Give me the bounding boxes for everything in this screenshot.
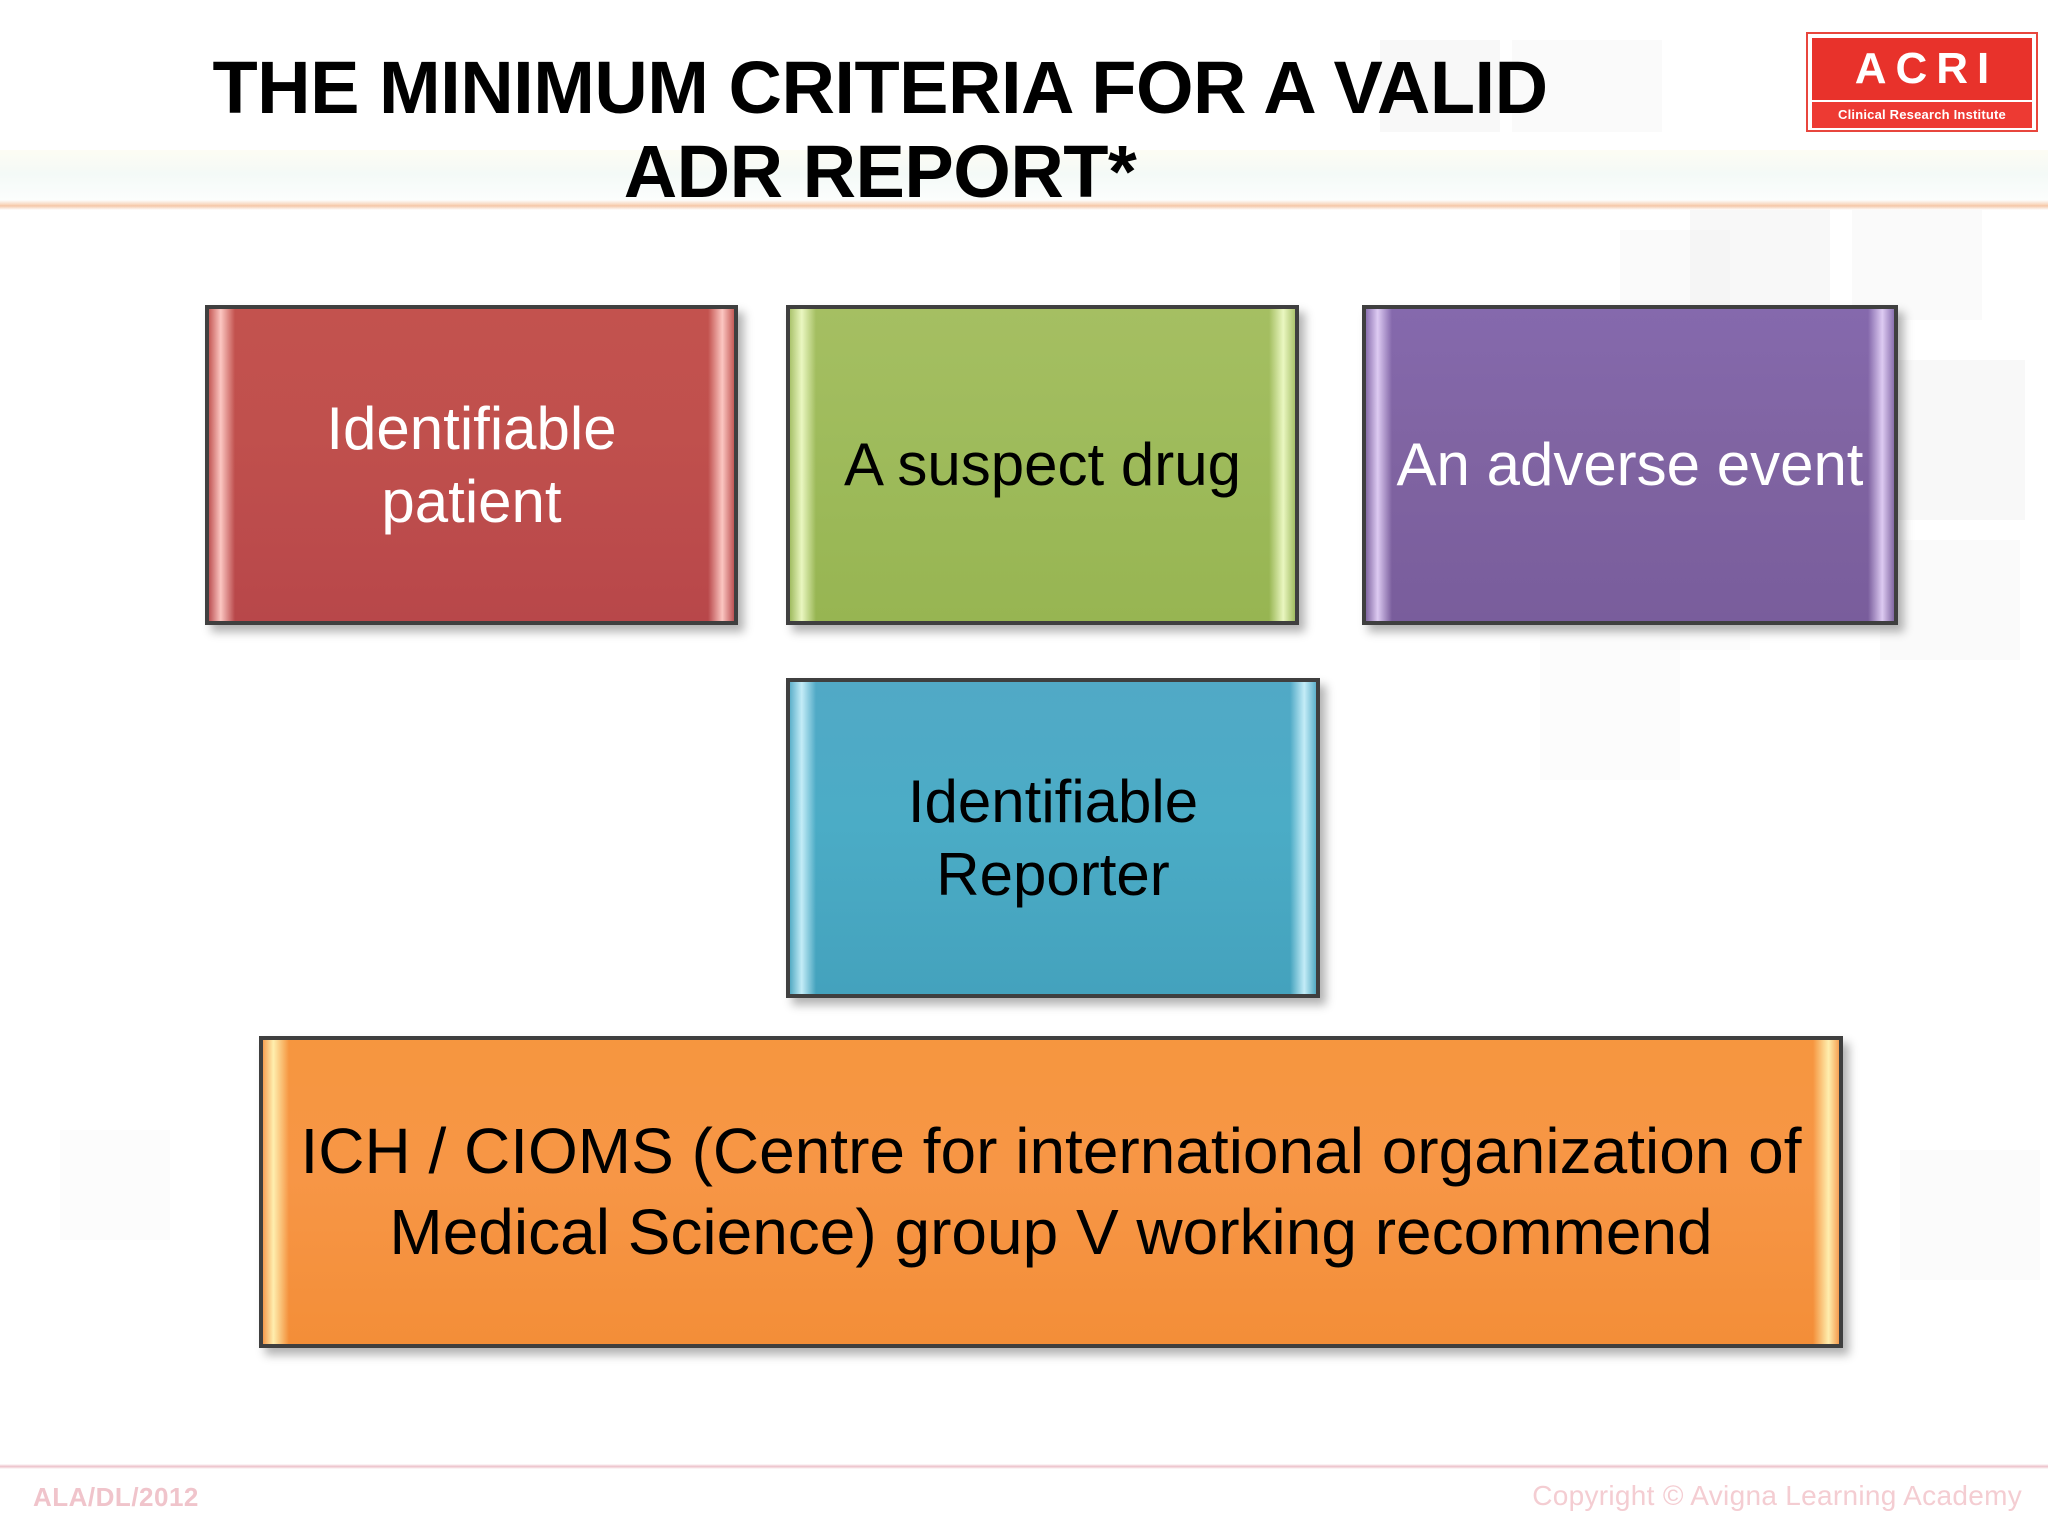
acri-logo: ACRI Clinical Research Institute: [1806, 32, 2038, 132]
box-identifiable-patient[interactable]: Identifiable patient: [205, 305, 738, 625]
box-ich-cioms-label: ICH / CIOMS (Centre for international or…: [300, 1114, 1802, 1268]
acri-logo-tagline: Clinical Research Institute: [1812, 102, 2032, 128]
box-adverse-event[interactable]: An adverse event: [1362, 305, 1898, 625]
box-adverse-event-label: An adverse event: [1396, 431, 1864, 499]
page-title: THE MINIMUM CRITERIA FOR A VALID ADR REP…: [0, 46, 1760, 213]
footer-copyright: Copyright © Avigna Learning Academy: [1532, 1480, 2022, 1511]
box-ich-cioms[interactable]: ICH / CIOMS (Centre for international or…: [259, 1036, 1843, 1348]
footer-divider-rule: [0, 1464, 2048, 1469]
title-line-1: THE MINIMUM CRITERIA FOR A VALID: [212, 46, 1548, 129]
box-identifiable-reporter-label: Identifiable Reporter: [907, 767, 1199, 908]
box-identifiable-patient-label: Identifiable patient: [326, 394, 617, 535]
footer-document-code: ALA/DL/2012: [33, 1482, 199, 1512]
acri-logo-wordmark: ACRI: [1812, 38, 2032, 100]
box-suspect-drug-label: A suspect drug: [844, 431, 1241, 499]
title-line-2: ADR REPORT*: [623, 129, 1137, 213]
box-suspect-drug[interactable]: A suspect drug: [786, 305, 1299, 625]
header-divider-rule: [0, 200, 2048, 210]
box-identifiable-reporter[interactable]: Identifiable Reporter: [786, 678, 1320, 998]
